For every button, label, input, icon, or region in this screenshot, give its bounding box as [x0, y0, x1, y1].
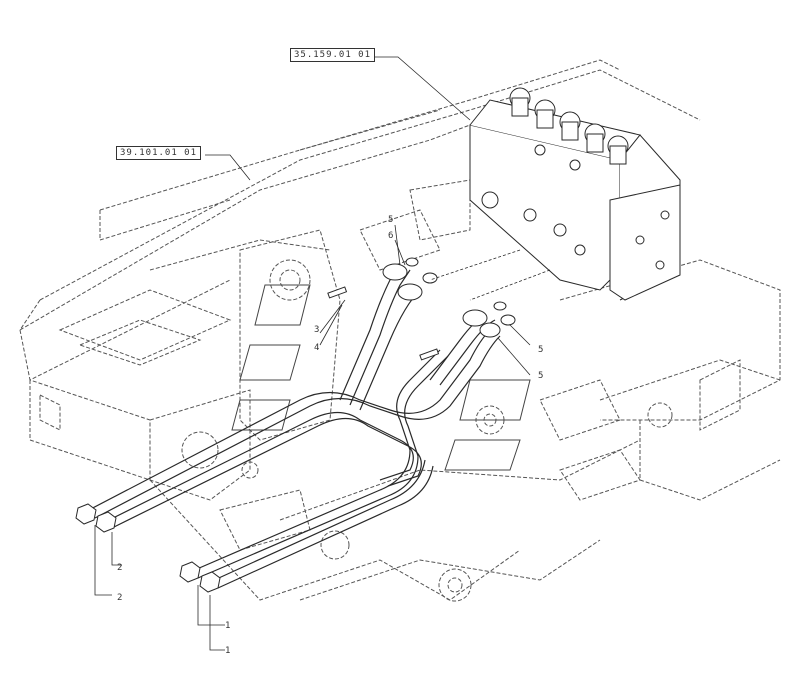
tractor-frame-outline: [19, 59, 781, 602]
valve-reference-label[interactable]: 35.159.01 01: [290, 48, 376, 62]
callout-5b: 5: [538, 345, 543, 355]
frame-reference-label[interactable]: 39.101.01 01: [116, 146, 202, 160]
callout-2a: 2: [117, 593, 122, 603]
callout-2b: 2: [117, 563, 122, 573]
callout-labels: 2 2 1 1 5 6 3 4 5 5: [117, 215, 543, 656]
callout-1b: 1: [225, 646, 230, 656]
watermark-logo: [231, 284, 531, 471]
callout-6: 6: [388, 231, 393, 241]
hydraulic-hoses: [84, 264, 501, 589]
callout-4: 4: [314, 343, 319, 353]
callout-5c: 5: [538, 371, 543, 381]
control-valve-assembly: [469, 87, 681, 301]
callout-5a: 5: [388, 215, 393, 225]
hose-fittings: [75, 257, 516, 593]
callout-3: 3: [314, 325, 319, 335]
callout-1a: 1: [225, 621, 230, 631]
leader-lines: [94, 56, 551, 651]
